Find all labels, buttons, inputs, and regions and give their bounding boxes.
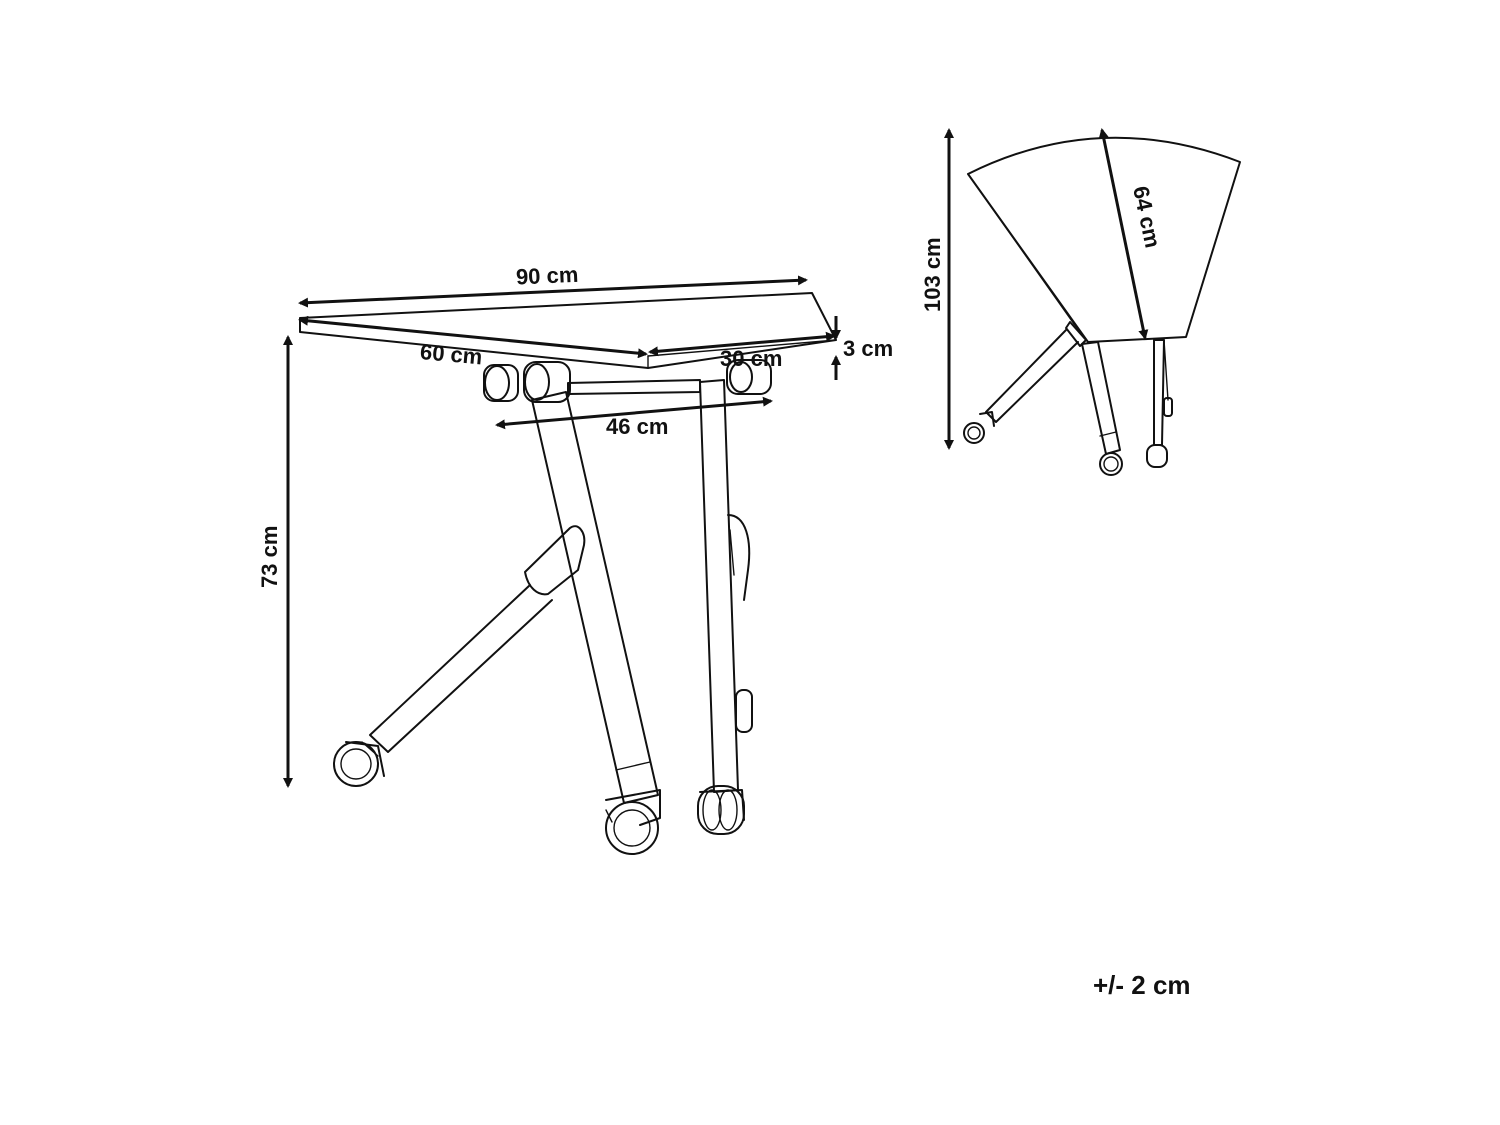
folded-depth-label: 64 cm xyxy=(1128,184,1165,250)
folded-depth-arrow xyxy=(1098,128,1149,340)
front-leg xyxy=(531,391,661,855)
folded-tabletop xyxy=(967,136,1241,343)
folded-height-label: 103 cm xyxy=(920,237,945,312)
leg-span-label: 46 cm xyxy=(606,414,668,439)
thickness-label: 3 cm xyxy=(843,336,893,361)
open-table-drawing xyxy=(299,292,837,855)
width-arrow xyxy=(298,275,808,308)
depth-label: 60 cm xyxy=(419,339,483,369)
width-label: 90 cm xyxy=(515,262,578,290)
front-labels: 90 cm 60 cm 30 cm 3 cm 46 cm 73 cm xyxy=(257,262,893,588)
height-label: 73 cm xyxy=(257,526,282,588)
front-dimensions xyxy=(283,275,841,788)
depth-narrow-label: 30 cm xyxy=(720,346,782,371)
frame-crossbar xyxy=(567,379,701,395)
depth-arrow xyxy=(298,315,648,359)
tolerance-label: +/- 2 cm xyxy=(1093,970,1191,1000)
leg-span-arrow xyxy=(495,396,773,430)
folded-dimensions: 103 cm 64 cm xyxy=(920,128,1166,450)
depth-narrow-arrow xyxy=(648,331,836,357)
folded-table-drawing xyxy=(963,136,1241,476)
rear-leg xyxy=(697,379,753,835)
diagonal-support-arm xyxy=(333,525,586,787)
